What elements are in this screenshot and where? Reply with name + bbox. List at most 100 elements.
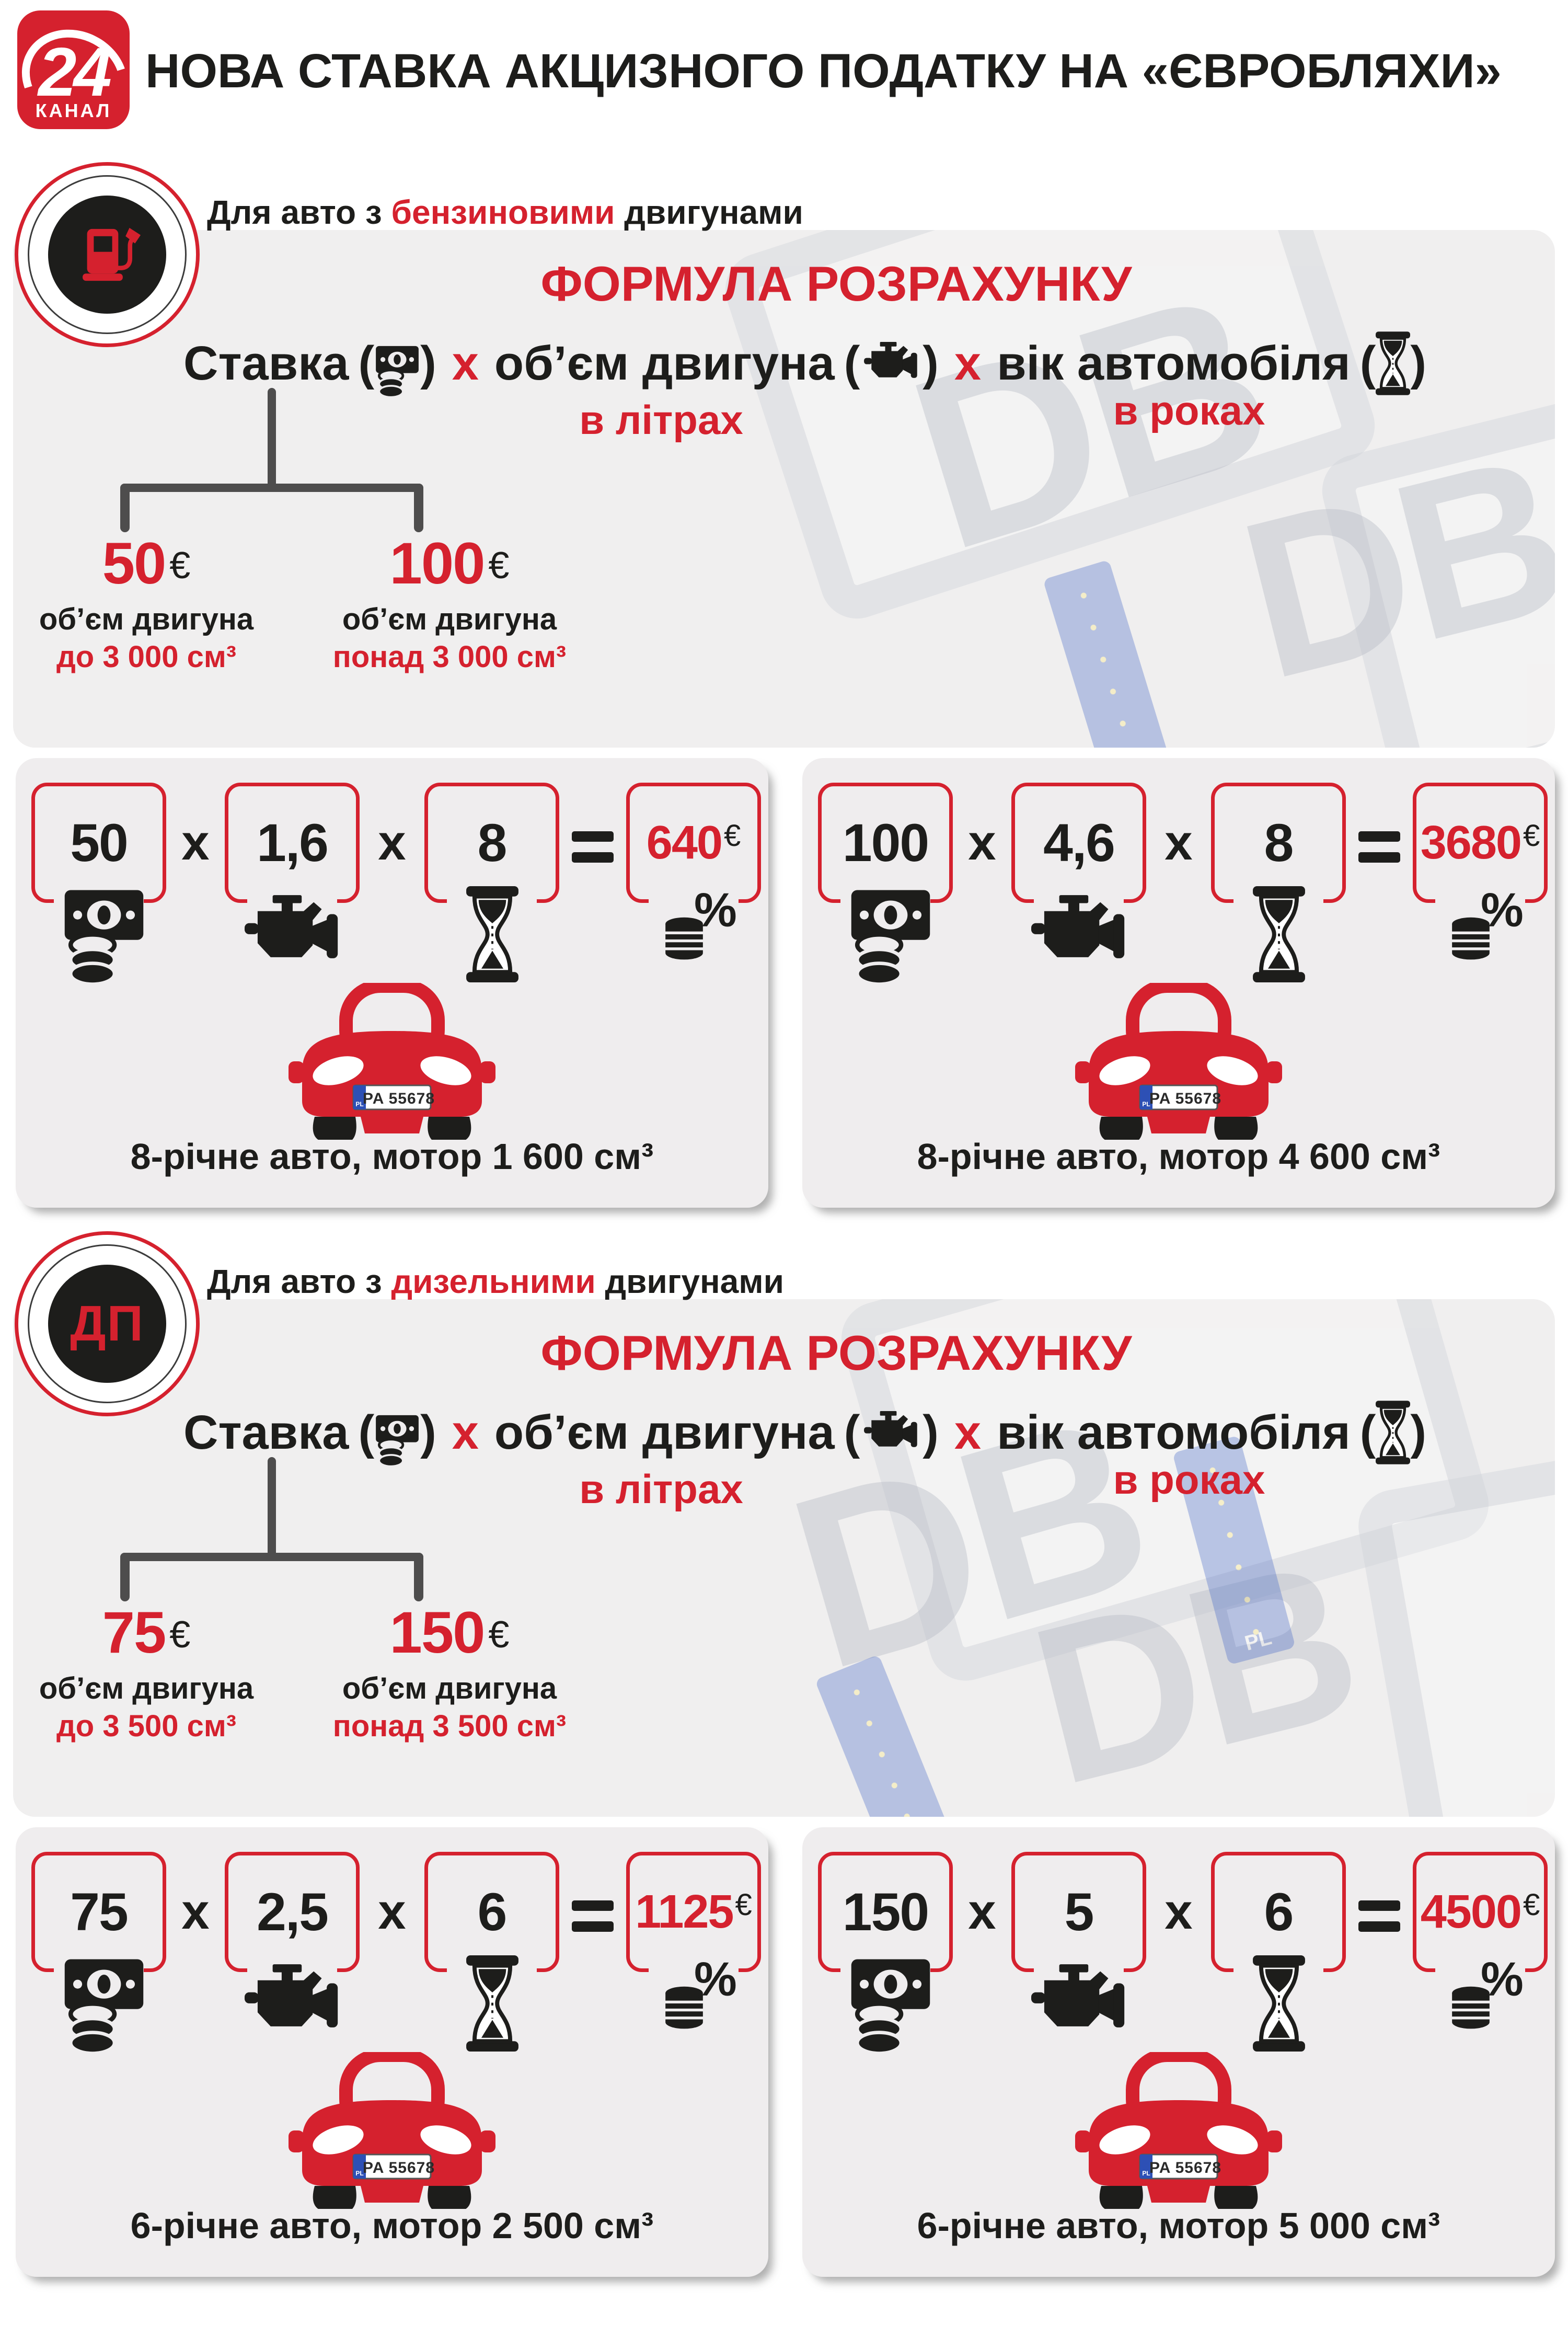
- example-caption: 8-річне авто, мотор 4 600 см³: [917, 1136, 1440, 1177]
- car-icon: PL PA 55678: [1075, 983, 1282, 1140]
- formula-heading: ФОРМУЛА РОЗРАХУНКУ: [540, 1325, 1132, 1380]
- result-box: 640€: [626, 783, 761, 903]
- car-icon: PL PA 55678: [289, 2052, 495, 2209]
- hourglass-icon: [466, 1955, 518, 2052]
- hourglass-icon: [1376, 331, 1410, 395]
- term-volume: об’єм двигуна: [494, 1406, 835, 1459]
- multiply-sign: x: [378, 1884, 406, 1940]
- example-card-diesel-large: 150 x 5 x 6 4500€ % PL PA 55678 6-: [802, 1827, 1555, 2277]
- multiply-sign: x: [378, 815, 406, 870]
- term-rate: Ставка: [183, 337, 349, 390]
- unit-years: в роках: [1113, 387, 1265, 433]
- money-icon: [62, 1954, 146, 2059]
- svg-text:PL: PL: [355, 1101, 363, 1108]
- multiply-sign: x: [968, 815, 996, 870]
- multiply-sign: x: [181, 1884, 210, 1940]
- multiply-sign: x: [968, 1884, 996, 1940]
- formula-heading: ФОРМУЛА РОЗРАХУНКУ: [540, 256, 1132, 311]
- page-title: НОВА СТАВКА АКЦИЗНОГО ПОДАТКУ НА «ЄВРОБЛ…: [145, 44, 1502, 98]
- term-age: вік автомобіля: [997, 337, 1351, 390]
- volume-box: 1,6: [225, 783, 360, 903]
- unit-liters: в літрах: [579, 1466, 743, 1512]
- engine-icon: [864, 1411, 918, 1447]
- multiply-sign: x: [954, 1406, 982, 1459]
- diesel-section-badge: ДП: [15, 1231, 200, 1416]
- volume-box: 4,6: [1011, 783, 1146, 903]
- example-card-diesel-small: 75 x 2,5 x 6 1125€ % PL PA 55678 6: [16, 1827, 768, 2277]
- fuel-pump-icon: [74, 221, 141, 288]
- volume-box: 2,5: [225, 1852, 360, 1972]
- result-box: 1125€: [626, 1852, 761, 1972]
- equals-sign: [1346, 1852, 1413, 1972]
- multiply-sign: x: [1165, 815, 1193, 870]
- multiply-sign: x: [181, 815, 210, 870]
- badge-inner-ring: [28, 175, 187, 334]
- multiply-sign: x: [452, 337, 479, 390]
- example-caption: 8-річне авто, мотор 1 600 см³: [130, 1136, 654, 1177]
- term-volume: об’єм двигуна: [494, 337, 835, 390]
- engine-icon: [1031, 1964, 1125, 2027]
- rate-low: 75€ об’єм двигуна до 3 500 см³: [39, 1600, 254, 1743]
- age-box: 8: [424, 783, 559, 903]
- money-icon: [62, 885, 146, 990]
- euro-sign: €: [723, 818, 741, 853]
- equals-sign: [559, 1852, 626, 1972]
- example-caption: 6-річне авто, мотор 2 500 см³: [130, 2205, 654, 2246]
- logo-number: 24: [38, 33, 112, 110]
- petrol-section-label: Для авто з бензиновими двигунами: [207, 193, 803, 231]
- svg-text:PA 55678: PA 55678: [363, 2159, 435, 2176]
- euro-sign: €: [1523, 818, 1540, 853]
- money-icon: [374, 1412, 420, 1470]
- percent-coins-icon: %: [1450, 1955, 1550, 2029]
- euro-sign: €: [169, 545, 191, 587]
- rate-box: 100: [818, 783, 953, 903]
- svg-text:PL: PL: [355, 2170, 363, 2177]
- euro-sign: €: [735, 1887, 752, 1922]
- age-box: 6: [1211, 1852, 1346, 1972]
- money-icon: [848, 885, 933, 990]
- tree-drop-right: [414, 1553, 423, 1601]
- example-card-petrol-small: 50 x 1,6 x 8 640€ % PL PA 55678 8-: [16, 758, 768, 1208]
- car-icon: PL PA 55678: [289, 983, 495, 1140]
- result-box: 3680€: [1413, 783, 1548, 903]
- badge-inner-ring: [28, 1244, 187, 1403]
- diesel-section-label: Для авто з дизельними двигунами: [207, 1263, 784, 1300]
- svg-text:PL: PL: [1142, 1101, 1150, 1108]
- percent-coins-icon: %: [1450, 886, 1550, 960]
- petrol-section-badge: [15, 162, 200, 347]
- term-age: вік автомобіля: [997, 1406, 1351, 1459]
- eu-plate-strip-decor: PL: [1043, 559, 1174, 748]
- unit-years: в роках: [1113, 1457, 1265, 1503]
- age-box: 6: [424, 1852, 559, 1972]
- hourglass-icon: [1376, 1401, 1410, 1464]
- svg-text:PA 55678: PA 55678: [363, 1090, 435, 1107]
- equals-sign: [1346, 783, 1413, 903]
- multiply-sign: x: [452, 1406, 479, 1459]
- coins-icon: [1450, 1986, 1491, 2029]
- engine-icon: [864, 342, 918, 378]
- svg-text:PA 55678: PA 55678: [1149, 2159, 1221, 2176]
- badge-disc: [48, 196, 166, 314]
- car-icon: PL PA 55678: [1075, 2052, 1282, 2209]
- svg-text:PA 55678: PA 55678: [1149, 1090, 1221, 1107]
- example-card-petrol-large: 100 x 4,6 x 8 3680€ % PL PA 55678: [802, 758, 1555, 1208]
- channel-24-logo: 24 КАНАЛ: [17, 10, 130, 129]
- tree-stem: [268, 388, 276, 488]
- equals-sign: [559, 783, 626, 903]
- volume-box: 5: [1011, 1852, 1146, 1972]
- tree-drop-left: [120, 484, 130, 532]
- formula-row: Ставка ( ) x об’єм двигуна ( ) x вік авт…: [21, 324, 1568, 403]
- rate-high: 100€ об’єм двигуна понад 3 000 см³: [332, 531, 567, 674]
- multiply-sign: x: [1165, 1884, 1193, 1940]
- money-icon: [374, 343, 420, 400]
- hourglass-icon: [1253, 1955, 1305, 2052]
- euro-sign: €: [1523, 1887, 1540, 1922]
- hourglass-icon: [466, 886, 518, 982]
- coins-icon: [664, 917, 705, 960]
- engine-icon: [245, 895, 338, 958]
- euro-sign: €: [169, 1614, 191, 1656]
- logo-caption: КАНАЛ: [35, 100, 112, 121]
- multiply-sign: x: [954, 337, 982, 390]
- euro-sign: €: [488, 1614, 510, 1656]
